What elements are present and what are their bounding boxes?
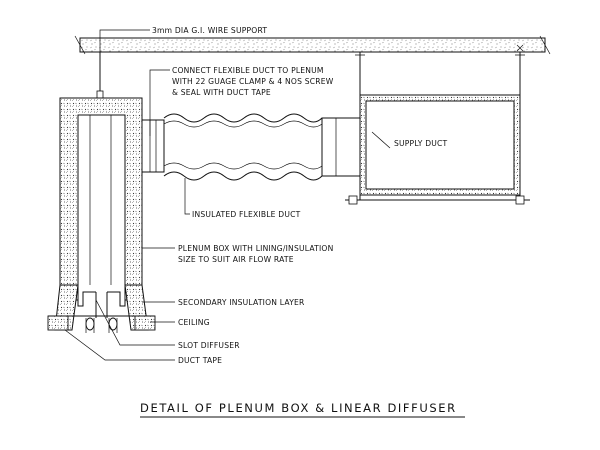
supply-duct-label: SUPPLY DUCT: [394, 139, 448, 148]
plenum-note-line-2: SIZE TO SUIT AIR FLOW RATE: [178, 255, 294, 264]
slot-diffuser-label: SLOT DIFFUSER: [178, 341, 240, 350]
plenum-collar: [141, 119, 165, 173]
flexible-duct-label: INSULATED FLEXIBLE DUCT: [192, 210, 301, 219]
plenum-box: [59, 97, 143, 301]
wire-support-label: 3mm DIA G.I. WIRE SUPPORT: [152, 26, 267, 35]
duct-tape-label: DUCT TAPE: [178, 356, 222, 365]
ceiling-label: CEILING: [178, 318, 210, 327]
supply-duct: [345, 94, 530, 205]
insulated-flexible-duct: [163, 113, 323, 181]
drawing-title: DETAIL OF PLENUM BOX & LINEAR DIFFUSER: [140, 401, 457, 415]
connect-note-line-1: CONNECT FLEXIBLE DUCT TO PLENUM: [172, 66, 324, 75]
secondary-insulation-layer: [54, 284, 149, 331]
supply-duct-collar: [321, 117, 365, 177]
leader-lines: [64, 29, 391, 361]
slot-diffuser: [77, 288, 126, 333]
plenum-note-line-1: PLENUM BOX WITH LINING/INSULATION: [178, 244, 333, 253]
ceiling-slab: [74, 35, 551, 55]
secondary-insulation-label: SECONDARY INSULATION LAYER: [178, 298, 305, 307]
ceiling-panel: [47, 315, 156, 331]
connect-note-line-2: WITH 22 GUAGE CLAMP & 4 NOS SCREW: [172, 77, 334, 86]
connect-note-line-3: & SEAL WITH DUCT TAPE: [172, 88, 271, 97]
